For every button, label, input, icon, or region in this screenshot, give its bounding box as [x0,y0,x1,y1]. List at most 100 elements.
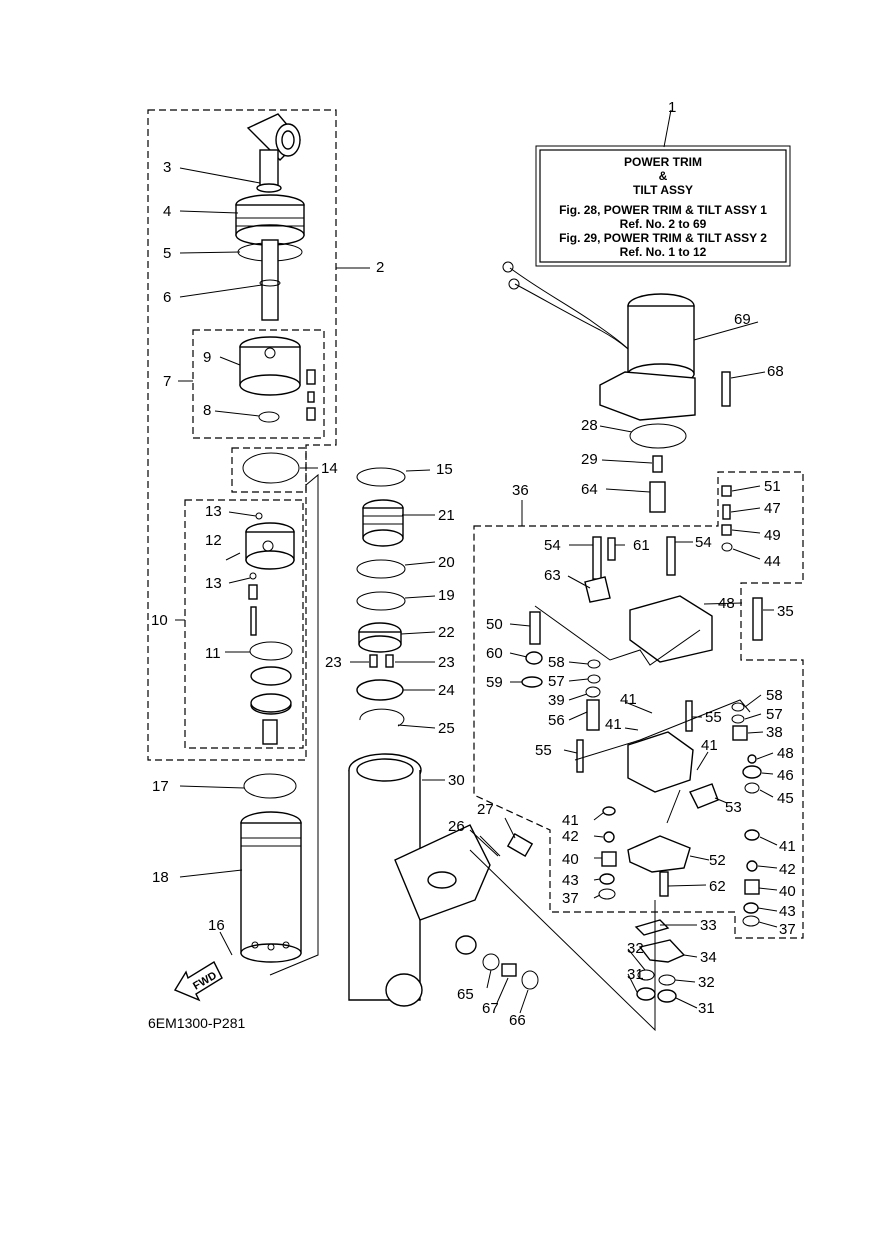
title-line-1: POWER TRIM [624,155,702,169]
callout-9: 9 [203,349,211,366]
callout-54-left: 54 [544,537,561,554]
callout-21: 21 [438,507,455,524]
callout-48-lower: 48 [777,745,794,762]
callout-36: 36 [512,482,529,499]
callout-4: 4 [163,203,171,220]
callout-38: 38 [766,724,783,741]
callout-20: 20 [438,554,455,571]
callout-15: 15 [436,461,453,478]
callout-43-left: 43 [562,872,579,889]
trim-cylinder-assembly [348,467,539,1007]
callout-6: 6 [163,289,171,306]
callout-13-lower: 13 [205,575,222,592]
callout-16: 16 [208,917,225,934]
title-line-3: TILT ASSY [633,183,693,197]
callout-58-left: 58 [548,654,565,671]
title-box: POWER TRIM & TILT ASSY Fig. 28, POWER TR… [535,145,791,267]
callout-2: 2 [376,259,384,276]
callout-41-b: 41 [605,716,622,733]
callout-42-left: 42 [562,828,579,845]
callout-12: 12 [205,532,222,549]
callout-37-right: 37 [779,921,796,938]
callout-45: 45 [777,790,794,807]
callout-58-right: 58 [766,687,783,704]
callout-13-upper: 13 [205,503,222,520]
callout-8: 8 [203,402,211,419]
callout-23-left: 23 [325,654,342,671]
callout-22: 22 [438,624,455,641]
callout-39: 39 [548,692,565,709]
title-line-7: Ref. No. 1 to 12 [620,245,707,259]
callout-3: 3 [163,159,171,176]
callout-1: 1 [668,99,676,116]
callout-32-right: 32 [698,974,715,991]
callout-64: 64 [581,481,598,498]
callout-37-left: 37 [562,890,579,907]
callout-19: 19 [438,587,455,604]
callout-42-right: 42 [779,861,796,878]
callout-14: 14 [321,460,338,477]
callout-18: 18 [152,869,169,886]
callout-34: 34 [700,949,717,966]
callout-69: 69 [734,311,751,328]
callout-24: 24 [438,682,455,699]
callout-29: 29 [581,451,598,468]
callout-55-lower: 55 [535,742,552,759]
callout-61: 61 [633,537,650,554]
title-line-2: & [659,169,668,183]
callout-40-left: 40 [562,851,579,868]
title-line-4: Fig. 28, POWER TRIM & TILT ASSY 1 [559,203,767,217]
callout-32-left: 32 [627,940,644,957]
callout-46: 46 [777,767,794,784]
callout-26: 26 [448,818,465,835]
callout-31-right: 31 [698,1000,715,1017]
callout-56: 56 [548,712,565,729]
callout-53: 53 [725,799,742,816]
title-line-5: Ref. No. 2 to 69 [620,217,707,231]
callout-30: 30 [448,772,465,789]
callout-66: 66 [509,1012,526,1029]
fwd-arrow-icon: FWD [173,961,223,1002]
callout-41-c: 41 [701,737,718,754]
title-line-6: Fig. 29, POWER TRIM & TILT ASSY 2 [559,231,767,245]
callout-17: 17 [152,778,169,795]
callout-60: 60 [486,645,503,662]
callout-11: 11 [205,645,221,662]
tilt-rod-assembly [225,113,316,963]
callout-27: 27 [477,801,494,818]
callout-43-right: 43 [779,903,796,920]
drawing-code: 6EM1300-P281 [148,1015,246,1031]
callout-25: 25 [438,720,455,737]
callout-41-a: 41 [620,691,637,708]
callout-50: 50 [486,616,503,633]
callout-5: 5 [163,245,171,262]
callout-57-left: 57 [548,673,565,690]
callout-67: 67 [482,1000,499,1017]
callout-41-d: 41 [562,812,579,829]
callout-28: 28 [581,417,598,434]
callout-41-e: 41 [779,838,796,855]
callout-7: 7 [163,373,171,390]
callout-57-right: 57 [766,706,783,723]
callout-23-right: 23 [438,654,455,671]
callout-31-left: 31 [627,966,644,983]
callout-40-right: 40 [779,883,796,900]
group-outlines [147,109,804,939]
callout-33: 33 [700,917,717,934]
callout-54-right: 54 [695,534,712,551]
callout-55-upper: 55 [705,709,722,726]
callout-44: 44 [764,553,781,570]
callout-10: 10 [151,612,168,629]
callout-65: 65 [457,986,474,1003]
leader-lines [175,109,778,1032]
callout-49: 49 [764,527,781,544]
motor-pump-assembly [502,261,763,1003]
callout-47: 47 [764,500,781,517]
callout-62: 62 [709,878,726,895]
callout-59: 59 [486,674,503,691]
callout-52: 52 [709,852,726,869]
callout-48-upper: 48 [718,595,735,612]
callout-68: 68 [767,363,784,380]
callout-63: 63 [544,567,561,584]
